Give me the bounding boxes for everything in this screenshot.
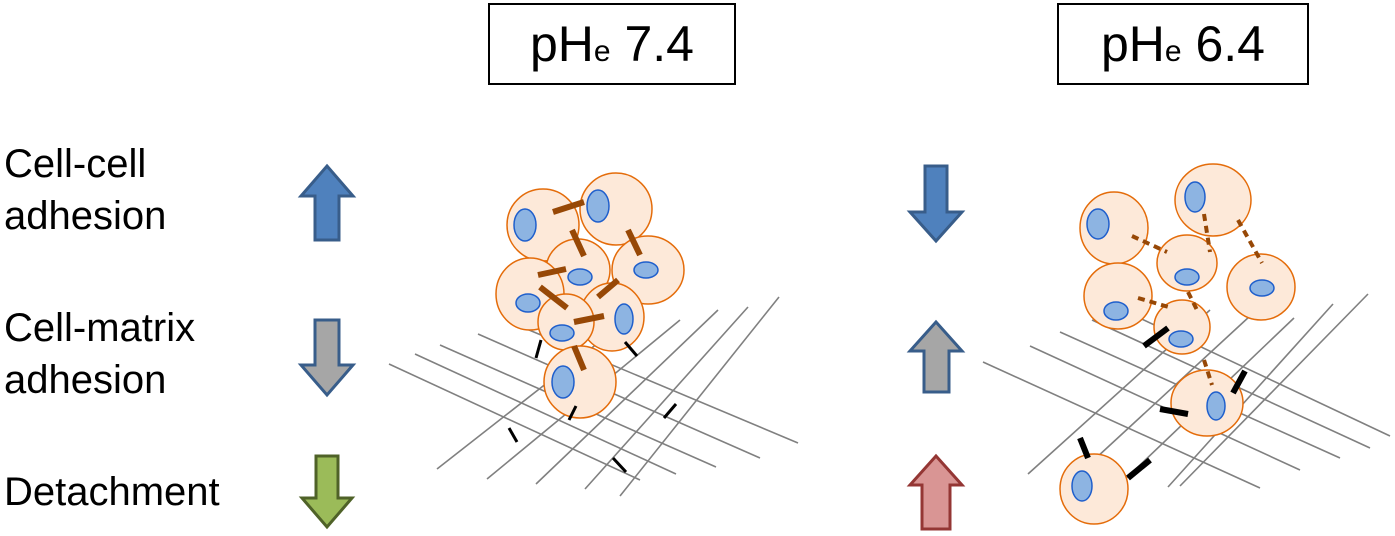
row-label-line: Cell-cell xyxy=(4,142,147,186)
nucleus xyxy=(551,365,575,399)
nucleus xyxy=(1206,391,1226,421)
cell xyxy=(1153,299,1211,355)
cells-right xyxy=(1059,163,1296,525)
row-label-cell-matrix-adhesion: Cell-matrix adhesion xyxy=(4,302,195,406)
arrow-right-cell-cell-down-icon xyxy=(906,164,966,244)
nucleus xyxy=(549,324,575,342)
nucleus xyxy=(515,293,541,313)
cell xyxy=(1156,234,1218,292)
cell-matrix-anchors-left xyxy=(507,339,678,474)
nucleus xyxy=(1071,470,1093,502)
cell xyxy=(1059,453,1129,525)
arrow-left-cell-matrix-down-icon xyxy=(297,318,357,398)
title-prefix: pH xyxy=(529,16,594,72)
nucleus xyxy=(633,261,659,279)
nuclei-left xyxy=(513,189,659,399)
cell-cell-junctions-left xyxy=(537,199,643,372)
nucleus xyxy=(1086,208,1110,240)
row-label-detachment: Detachment xyxy=(4,466,220,518)
row-label-line: adhesion xyxy=(4,358,167,402)
nucleus xyxy=(513,208,537,242)
row-label-line: Detachment xyxy=(4,470,220,514)
arrow-left-detachment-down-icon xyxy=(298,454,356,530)
cell xyxy=(543,345,617,419)
title-prefix: pH xyxy=(1100,16,1165,72)
row-label-cell-cell-adhesion: Cell-cell adhesion xyxy=(4,138,166,242)
nucleus xyxy=(567,268,593,286)
row-label-line: Cell-matrix xyxy=(4,306,196,350)
arrow-right-cell-matrix-up-icon xyxy=(906,319,966,394)
arrow-right-detachment-up-icon xyxy=(906,453,966,531)
row-label-line: adhesion xyxy=(4,194,167,238)
nucleus xyxy=(614,303,634,335)
nucleus xyxy=(1184,181,1206,213)
title-value: 6.4 xyxy=(1181,16,1265,72)
title-subscript: e xyxy=(593,35,611,68)
nucleus xyxy=(1103,301,1129,321)
cell-cell-junctions-right xyxy=(1131,213,1264,386)
nucleus xyxy=(1174,268,1200,286)
arrow-left-cell-cell-up-icon xyxy=(297,163,357,242)
title-value: 7.4 xyxy=(610,16,694,72)
title-subscript: e xyxy=(1164,35,1182,68)
cell-matrix-anchors-right xyxy=(1077,325,1248,481)
cell xyxy=(1083,262,1153,330)
nucleus xyxy=(1249,279,1275,297)
nuclei-right xyxy=(1071,181,1275,502)
nucleus xyxy=(586,189,610,223)
nucleus xyxy=(1168,330,1194,348)
